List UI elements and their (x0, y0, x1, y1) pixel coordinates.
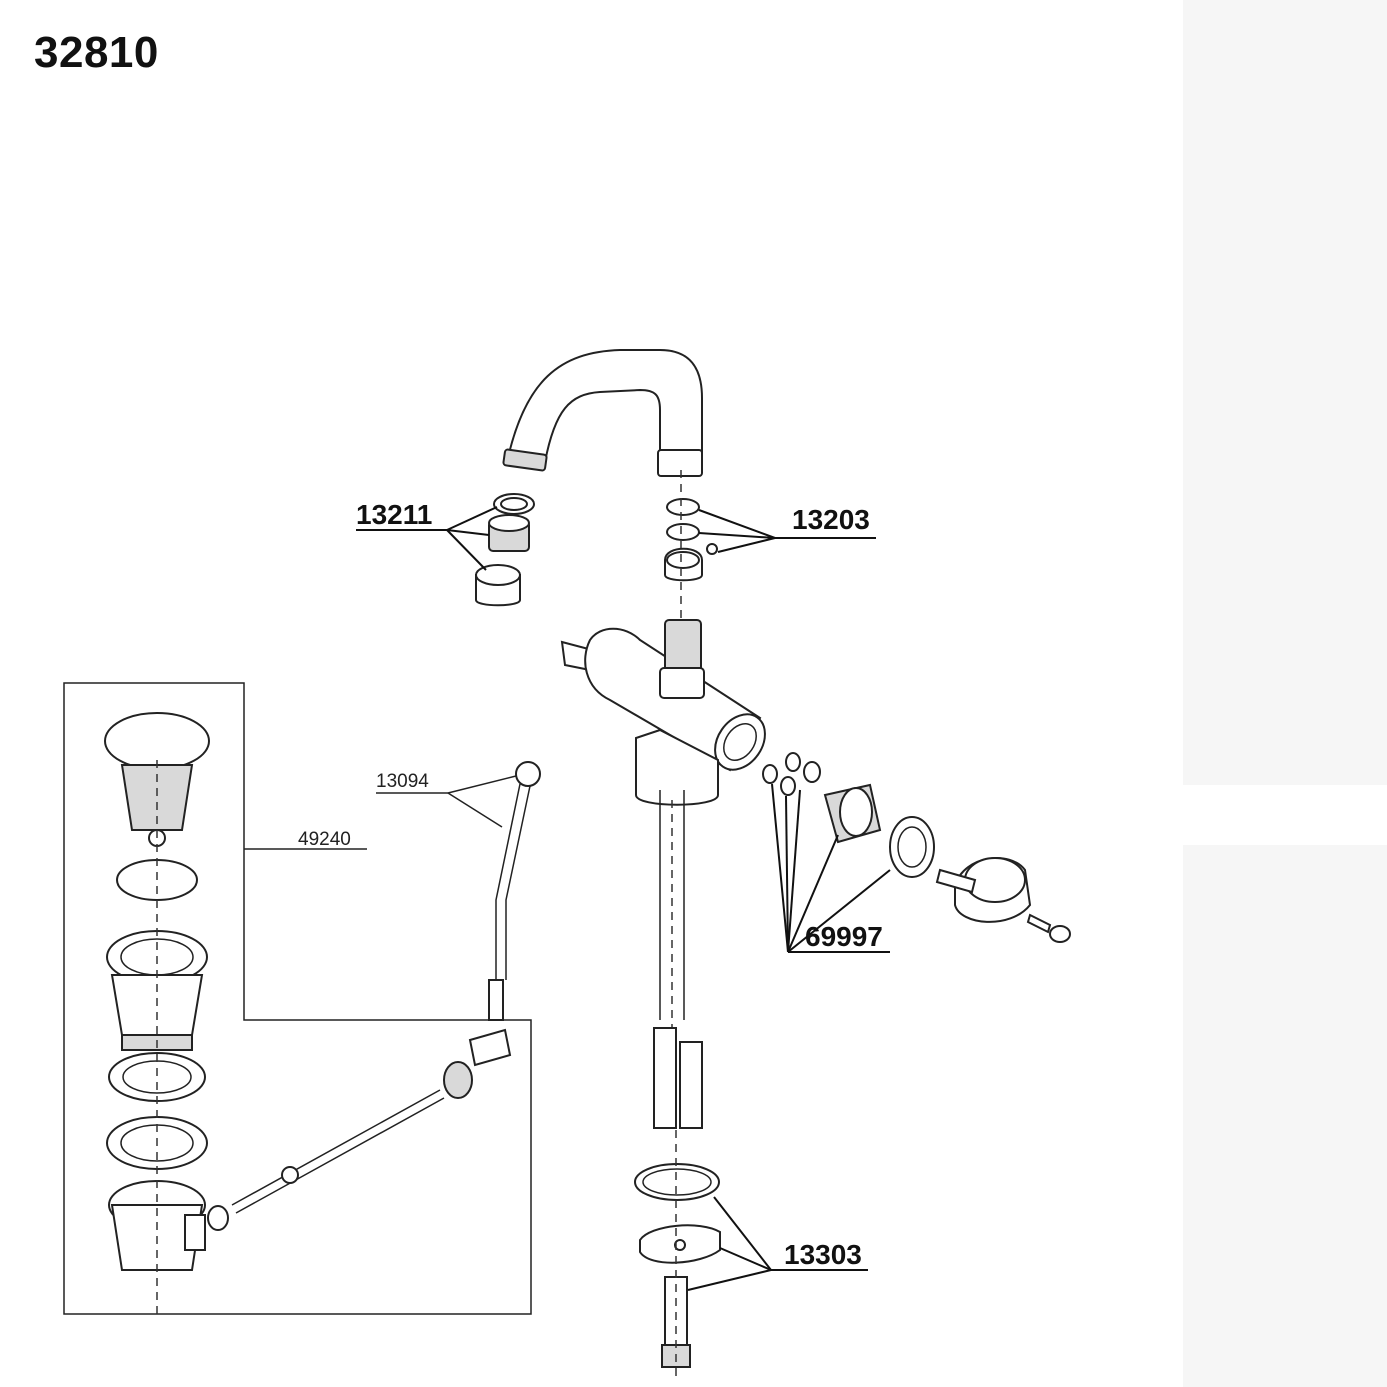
spout (502, 349, 703, 477)
pull-rod (488, 761, 541, 1021)
spout-seals (664, 498, 718, 582)
callout-13094: 13094 (376, 771, 429, 792)
scan-background-gap (1183, 785, 1387, 845)
callout-69997: 69997 (805, 921, 883, 952)
drain-assembly-frame (63, 682, 532, 1315)
scan-background-strip (1183, 0, 1387, 1387)
leader-lines (244, 506, 891, 1291)
callout-13203: 13203 (792, 504, 870, 535)
callout-49240: 49240 (298, 829, 351, 850)
callout-13211: 13211 (356, 499, 432, 530)
aerator-parts (475, 493, 535, 607)
mixer-body (560, 619, 766, 1380)
callout-13303: 13303 (784, 1239, 862, 1270)
model-number: 32810 (34, 28, 159, 77)
cartridge-parts (762, 752, 1071, 943)
drain-parts (104, 712, 512, 1314)
